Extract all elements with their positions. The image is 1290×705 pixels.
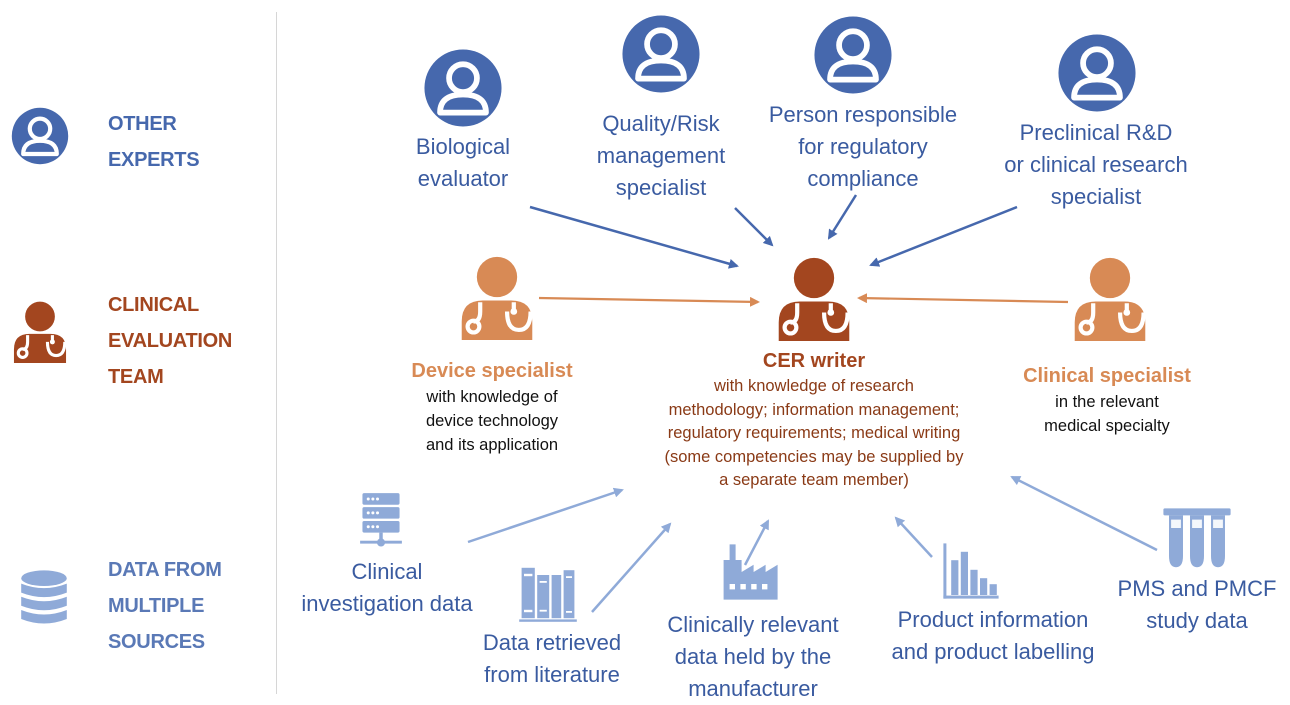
biological-evaluator-icon	[422, 47, 504, 129]
expert-preclinical-research: Preclinical R&D or clinical research spe…	[1004, 120, 1188, 209]
arrow-quality	[734, 207, 774, 247]
arrow-literature	[591, 522, 672, 613]
device-specialist-icon	[455, 255, 539, 341]
column-divider	[276, 12, 277, 694]
source-clinical-investigation: Clinical investigation data	[301, 559, 473, 616]
books-icon	[518, 563, 578, 623]
device-specialist-title: Device specialist	[411, 360, 573, 382]
legend-clinical-team: CLINICAL EVALUATION TEAM	[108, 294, 233, 388]
server-icon	[352, 486, 410, 556]
source-pms-pmcf: PMS and PMCF study data	[1117, 576, 1277, 633]
bar-chart-icon	[941, 540, 1001, 602]
arrow-regulatory	[827, 194, 858, 240]
cer-writer: CER writer with knowledge of research me…	[594, 348, 1034, 493]
arrow-biological	[529, 205, 739, 269]
source-literature: Data retrieved from literature	[482, 630, 622, 687]
preclinical-research-icon	[1056, 32, 1138, 114]
legend-other-experts: OTHER EXPERTS	[108, 113, 200, 171]
arrow-pms	[1010, 475, 1158, 552]
legend-data-sources: DATA FROM MULTIPLE SOURCES	[108, 559, 222, 653]
arrow-investigation	[467, 487, 624, 544]
arrow-device	[538, 296, 760, 307]
source-product-information: Product information and product labellin…	[891, 607, 1095, 664]
clinical-specialist: Clinical specialist in the relevant medi…	[1003, 363, 1211, 438]
arrow-product	[894, 516, 933, 558]
cer-writer-icon	[772, 255, 856, 343]
arrow-preclinical	[869, 205, 1018, 267]
arrow-clinical	[857, 293, 1069, 304]
clinical-specialist-title: Clinical specialist	[1023, 365, 1191, 387]
factory-icon	[720, 540, 780, 604]
regulatory-compliance-icon	[812, 14, 894, 96]
quality-risk-icon	[620, 13, 702, 95]
clinical-specialist-icon	[1068, 256, 1152, 342]
expert-biological-evaluator: Biological evaluator	[415, 134, 511, 191]
arrow-manufacturer	[743, 519, 770, 566]
test-tubes-icon	[1162, 500, 1232, 570]
expert-quality-risk: Quality/Risk management specialist	[596, 111, 726, 200]
device-specialist: Device specialist with knowledge of devi…	[381, 358, 603, 457]
expert-regulatory-compliance: Person responsible for regulatory compli…	[768, 102, 958, 191]
source-manufacturer: Clinically relevant data held by the man…	[667, 612, 839, 701]
cer-writer-title: CER writer	[762, 350, 866, 372]
